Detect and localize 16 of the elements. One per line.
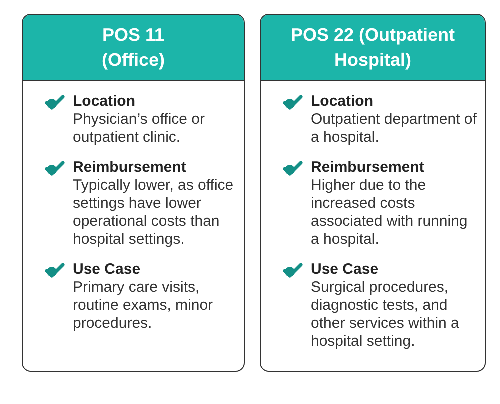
item-heading: Use Case xyxy=(311,261,380,279)
item-text: Primary care visits, routine exams, minor procedures. xyxy=(73,279,214,333)
item-heading: Location xyxy=(73,93,136,111)
item-heading: Use Case xyxy=(73,261,142,279)
card-heading: POS 22 (Outpatient Hospital) xyxy=(261,15,485,81)
card xyxy=(260,14,486,372)
item-heading: Reimbursement xyxy=(73,159,188,177)
item-heading: Location xyxy=(311,93,374,111)
item-text: Outpatient department of a hospital. xyxy=(311,111,477,147)
card-heading: POS 11 (Office) xyxy=(23,15,244,81)
item-text: Higher due to the increased costs associated with running a hospital. xyxy=(311,177,469,249)
item-text: Physician’s office or outpatient clinic. xyxy=(73,111,206,147)
item-heading: Reimbursement xyxy=(311,159,426,177)
card xyxy=(22,14,245,372)
item-text: Typically lower, as office settings have lower operational costs than hospital settings. xyxy=(73,177,235,249)
item-text: Surgical procedures, diagnostic tests, and other services within a hospital setting. xyxy=(311,279,460,351)
